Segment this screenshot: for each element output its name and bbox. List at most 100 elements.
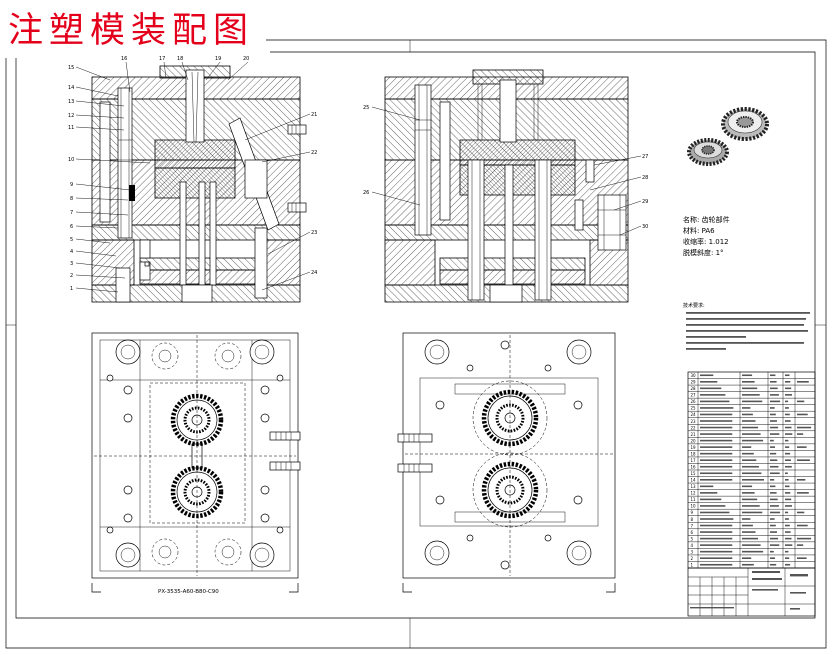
guide-hole-inner xyxy=(429,344,445,360)
illegible-cell-text xyxy=(770,465,779,468)
illegible-cell-text xyxy=(770,485,776,488)
spacer-block-left-side xyxy=(384,239,436,286)
illegible-cell-text xyxy=(785,407,789,409)
illegible-cell-text xyxy=(700,446,733,448)
cooling-fittings-right xyxy=(269,431,301,471)
illegible-cell-text xyxy=(770,537,779,540)
bom-item-number: 17 xyxy=(691,458,697,463)
illegible-cell-text xyxy=(742,485,753,488)
illegible-cell-text xyxy=(742,505,760,507)
illegible-cell-text xyxy=(700,452,733,455)
part-draft-angle: 脱模斜度: 1° xyxy=(683,249,724,257)
callouts-left: 15 14 13 12 11 10 9 8 7 6 5 4 3 2 1 xyxy=(68,65,151,293)
illegible-cell-text xyxy=(797,400,805,403)
guide-hole xyxy=(249,542,275,568)
illegible-cell-text xyxy=(797,446,807,448)
guide-bushing-mark xyxy=(129,185,135,201)
illegible-text-line xyxy=(790,608,800,610)
slide-clearance xyxy=(472,452,548,528)
callout-3: 3 xyxy=(70,261,73,267)
illegible-cell-text xyxy=(785,381,791,383)
bom-item-number: 13 xyxy=(691,484,697,489)
illegible-cell-text xyxy=(770,531,777,533)
illegible-text-line xyxy=(752,578,782,580)
illegible-cell-text xyxy=(797,426,812,429)
return-pin-core xyxy=(221,349,235,363)
illegible-cell-text xyxy=(700,563,733,566)
bom-item-number: 16 xyxy=(691,465,697,470)
illegible-cell-text xyxy=(770,492,777,494)
illegible-cell-text xyxy=(742,492,755,494)
screw-holes xyxy=(106,374,284,534)
bill-of-materials: 3029282726252423222120191817161514131211… xyxy=(687,371,816,569)
illegible-cell-text xyxy=(700,459,733,461)
illegible-cell-text xyxy=(785,439,789,442)
illegible-cell-text xyxy=(700,387,722,390)
cooling-fitting-upper xyxy=(287,124,307,135)
illegible-cell-text xyxy=(785,465,792,468)
side-section-view: 25 26 27 28 29 30 xyxy=(363,69,648,303)
illegible-text-line xyxy=(686,330,808,332)
callout-10: 10 xyxy=(68,157,74,163)
bom-item-number: 5 xyxy=(691,536,694,541)
limit-cylinder xyxy=(597,194,627,251)
screw-hole xyxy=(500,340,510,350)
illegible-cell-text xyxy=(770,524,776,527)
guide-hole xyxy=(424,339,450,365)
screw-hole xyxy=(435,495,445,505)
illegible-text-line xyxy=(790,574,808,577)
callout-28: 28 xyxy=(642,175,648,181)
sprue-channel xyxy=(191,71,199,143)
illegible-cell-text xyxy=(700,400,730,403)
inner-border xyxy=(15,51,816,619)
callout-21: 21 xyxy=(311,112,317,118)
screw-hole xyxy=(466,534,474,542)
illegible-cell-text xyxy=(742,498,758,501)
callout-23: 23 xyxy=(311,230,317,236)
gear-small-hub xyxy=(701,145,715,155)
illegible-cell-text xyxy=(770,426,779,429)
illegible-cell-text xyxy=(770,407,775,409)
illegible-cell-text xyxy=(770,413,776,416)
tie-rods xyxy=(477,84,539,140)
leader-lines-left xyxy=(75,66,151,293)
plan-inner-outline xyxy=(419,377,599,527)
guide-pin xyxy=(117,87,133,239)
illegible-cell-text xyxy=(742,479,764,481)
side-fitting-lower xyxy=(574,199,584,231)
leader-lines-right xyxy=(244,113,311,291)
illegible-cell-text xyxy=(700,426,733,429)
callouts-top: 16 17 18 19 20 xyxy=(121,56,249,93)
callout-19: 19 xyxy=(215,56,221,62)
illegible-cell-text xyxy=(785,394,792,396)
illegible-cell-text xyxy=(742,563,754,566)
part-shrinkage: 收缩率: 1.012 xyxy=(683,238,729,246)
guide-hole-inner xyxy=(120,547,136,563)
screw-hole xyxy=(123,513,133,523)
return-pin-hole xyxy=(214,538,242,566)
plan-outline xyxy=(402,332,616,579)
sprue-puller xyxy=(504,164,514,286)
limit-cylinder-detail xyxy=(598,195,626,250)
fixed-half-plan-view xyxy=(397,332,616,579)
illegible-cell-text xyxy=(742,472,762,475)
illegible-cell-text xyxy=(797,511,805,514)
illegible-text-line xyxy=(686,348,726,350)
bom-item-number: 20 xyxy=(691,438,697,443)
callout-27: 27 xyxy=(642,154,648,160)
bom-item-number: 14 xyxy=(691,478,697,483)
illegible-text-line xyxy=(686,342,804,344)
illegible-cell-text xyxy=(770,505,779,507)
moving-half-plan-view: PX-3535-A60-B80-C90 xyxy=(91,332,301,595)
illegible-cell-text xyxy=(700,492,718,494)
illegible-text-line xyxy=(686,312,810,314)
callout-8: 8 xyxy=(70,196,73,202)
illegible-text-line xyxy=(690,607,734,609)
illegible-cell-text xyxy=(797,459,810,461)
illegible-cell-text xyxy=(742,531,756,533)
illegible-cell-text xyxy=(700,498,722,501)
bom-item-number: 7 xyxy=(691,523,694,528)
guide-hole-inner xyxy=(571,545,587,561)
illegible-cell-text xyxy=(770,563,777,566)
